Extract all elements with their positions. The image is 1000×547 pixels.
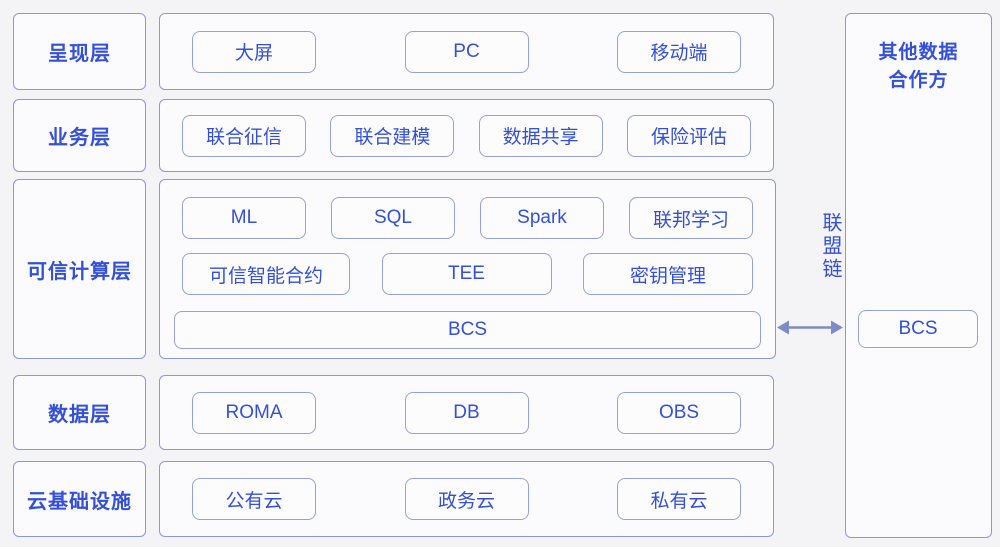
business-row: 联合征信 联合建模 数据共享 保险评估 bbox=[159, 99, 774, 172]
partner-panel-title: 其他数据合作方 bbox=[878, 42, 959, 91]
node-government-cloud: 政务云 bbox=[404, 478, 529, 520]
node-private-cloud: 私有云 bbox=[617, 478, 741, 520]
node-sql: SQL bbox=[331, 197, 455, 239]
consortium-chain-label: 联盟链 bbox=[819, 212, 841, 281]
cloud-row: 公有云 政务云 私有云 bbox=[159, 461, 774, 537]
layer-business: 业务层 bbox=[13, 99, 146, 172]
layer-trusted-computing: 可信计算层 bbox=[13, 179, 146, 359]
node-key-management: 密钥管理 bbox=[583, 253, 753, 295]
layer-data: 数据层 bbox=[13, 375, 146, 450]
node-data-sharing: 数据共享 bbox=[478, 114, 603, 157]
node-mobile: 移动端 bbox=[617, 30, 741, 73]
presentation-row: 大屏 PC 移动端 bbox=[159, 13, 774, 90]
node-db: DB bbox=[404, 391, 529, 434]
node-big-screen: 大屏 bbox=[192, 30, 316, 73]
partner-panel: 其他数据合作方 BCS bbox=[845, 13, 992, 538]
node-public-cloud: 公有云 bbox=[192, 478, 316, 520]
layer-presentation: 呈现层 bbox=[13, 13, 146, 90]
layer-cloud-infrastructure: 云基础设施 bbox=[13, 461, 146, 537]
bidirectional-arrow bbox=[775, 315, 845, 340]
trusted-computing-row: ML SQL Spark 联邦学习 可信智能合约 TEE 密钥管理 BCS bbox=[159, 179, 776, 359]
node-joint-modeling: 联合建模 bbox=[330, 114, 455, 157]
node-federated-learning: 联邦学习 bbox=[629, 197, 753, 239]
node-bcs: BCS bbox=[174, 311, 761, 349]
node-joint-credit: 联合征信 bbox=[182, 114, 306, 157]
node-tee: TEE bbox=[381, 253, 552, 295]
node-trusted-smart-contract: 可信智能合约 bbox=[182, 253, 350, 295]
node-roma: ROMA bbox=[192, 391, 316, 434]
data-row: ROMA DB OBS bbox=[159, 375, 774, 450]
node-obs: OBS bbox=[617, 391, 741, 434]
node-insurance-evaluation: 保险评估 bbox=[626, 114, 751, 157]
node-spark: Spark bbox=[480, 197, 604, 239]
node-partner-bcs: BCS bbox=[858, 310, 978, 348]
trust-services-row: 可信智能合约 TEE 密钥管理 bbox=[160, 253, 775, 295]
node-pc: PC bbox=[404, 30, 529, 73]
compute-engines-row: ML SQL Spark 联邦学习 bbox=[160, 197, 775, 239]
node-ml: ML bbox=[182, 197, 306, 239]
